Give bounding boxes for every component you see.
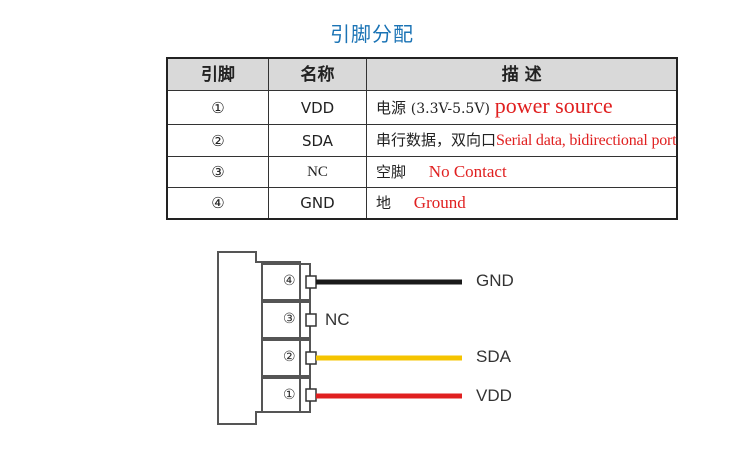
page-title: 引脚分配 — [330, 22, 414, 46]
desc-cn: 地 — [376, 194, 392, 212]
connector-pin-number-1: ① — [283, 387, 296, 403]
pin-name: VDD — [268, 90, 367, 125]
table-row: ② SDA 串行数据，双向口Serial data, bidirectional… — [166, 124, 678, 157]
pin-contact-1 — [305, 388, 317, 402]
wire-label-gnd: GND — [476, 271, 514, 290]
desc-en: Serial data, bidirectional port — [496, 132, 677, 149]
pin-contact-2 — [305, 351, 317, 365]
pin-table: 引脚 名称 描 述 ① VDD 电源 (3.3V-5.5V) power sou… — [166, 57, 679, 220]
header-pin: 引脚 — [166, 57, 269, 91]
pin-name: NC — [268, 156, 367, 188]
desc-en: No Contact — [428, 162, 507, 181]
connector-pin-number-2: ② — [283, 349, 296, 365]
pin-description: 串行数据，双向口Serial data, bidirectional port — [366, 124, 678, 157]
connector-pin-number-4: ④ — [283, 273, 296, 289]
desc-en: power source — [494, 93, 613, 118]
pin-number: ④ — [166, 187, 269, 220]
connector-pin-number-3: ③ — [283, 311, 296, 327]
pin-number: ② — [166, 124, 269, 157]
pin-name: SDA — [268, 124, 367, 157]
wire-label-nc: NC — [325, 310, 350, 329]
table-row: ④ GND 地 Ground — [166, 187, 678, 220]
desc-en: Ground — [413, 193, 466, 212]
pin-description: 地 Ground — [366, 187, 678, 220]
table-row: ③ NC 空脚 No Contact — [166, 156, 678, 188]
pin-contact-3 — [305, 313, 317, 327]
desc-cn: 串行数据，双向口 — [376, 131, 497, 149]
table-header-row: 引脚 名称 描 述 — [166, 57, 678, 91]
desc-range: (3.3V-5.5V) — [410, 101, 490, 117]
table-row: ① VDD 电源 (3.3V-5.5V) power source — [166, 90, 678, 125]
pin-description: 空脚 No Contact — [366, 156, 678, 188]
header-name: 名称 — [268, 57, 367, 91]
desc-cn: 电源 — [376, 99, 407, 117]
wire-label-sda: SDA — [476, 347, 511, 366]
desc-cn: 空脚 — [376, 163, 407, 181]
wire-label-vdd: VDD — [476, 386, 512, 405]
pin-name: GND — [268, 187, 367, 220]
pin-description: 电源 (3.3V-5.5V) power source — [366, 90, 678, 125]
pin-number: ③ — [166, 156, 269, 188]
pin-contact-4 — [305, 275, 317, 289]
